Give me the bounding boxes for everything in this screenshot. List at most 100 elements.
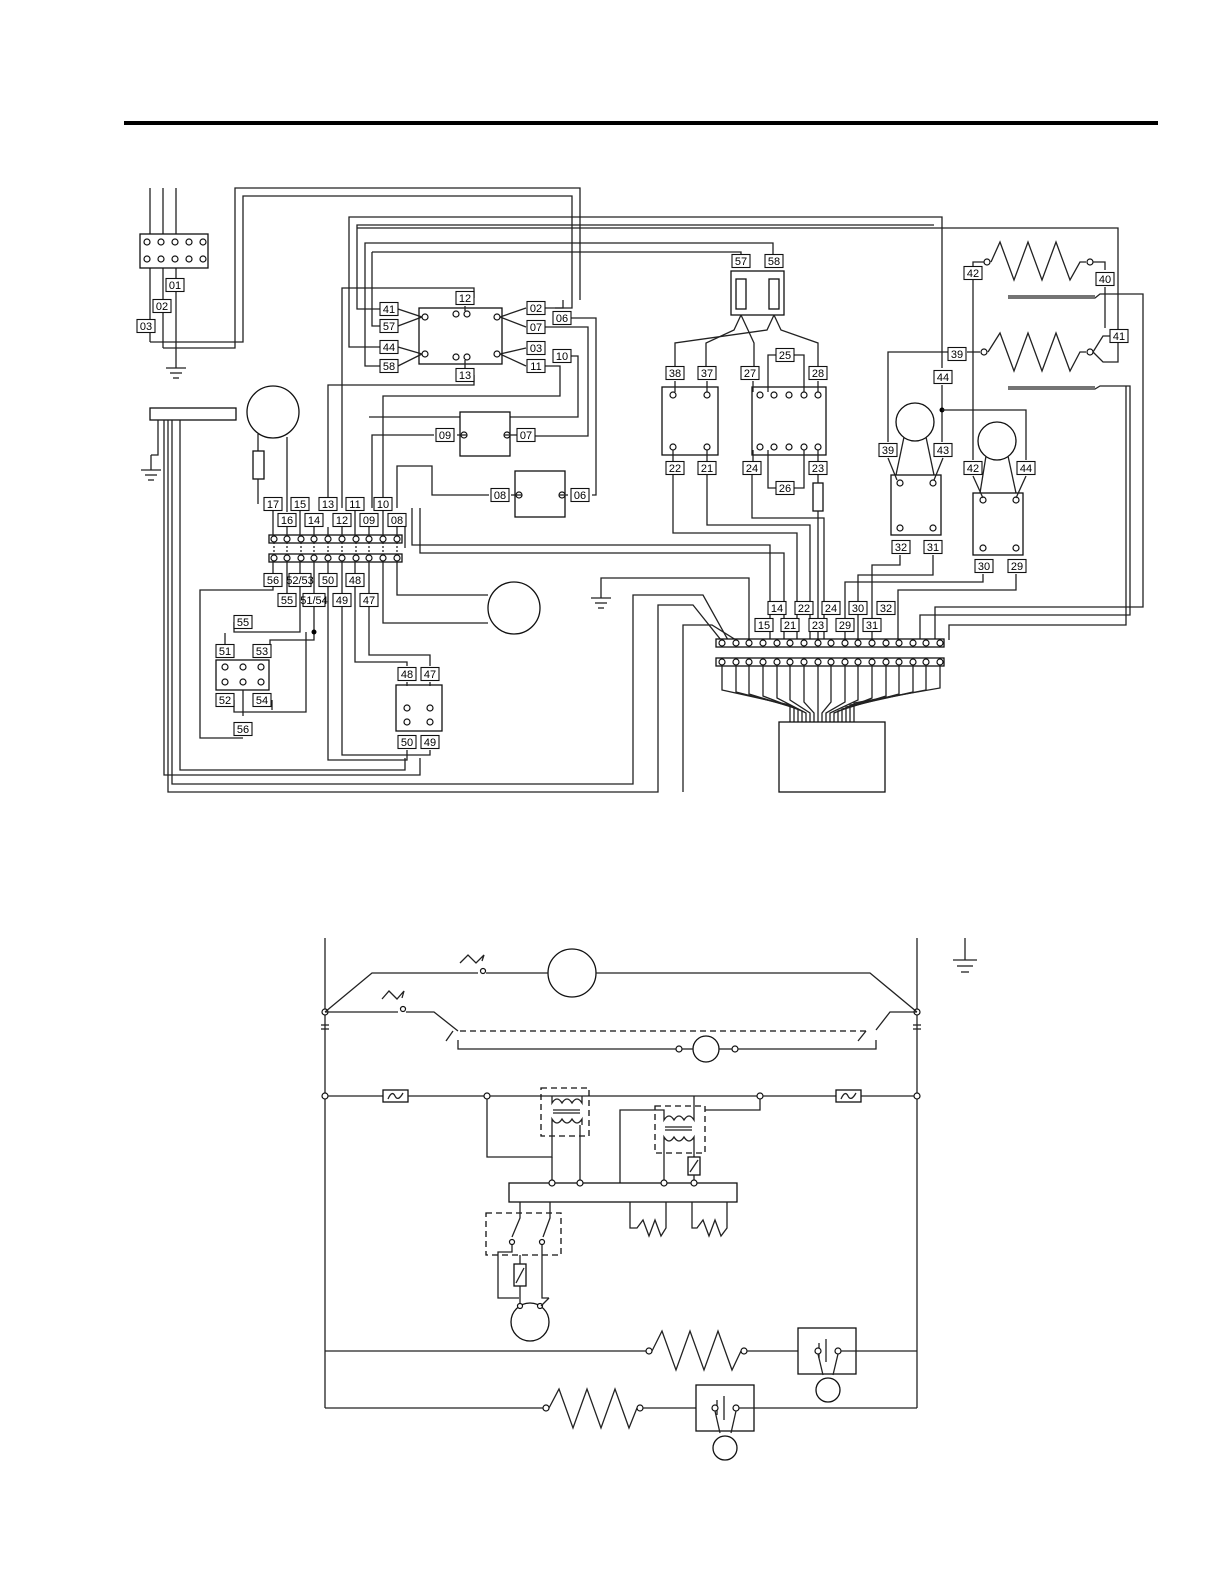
wire-label-text: 09 <box>363 515 375 527</box>
terminal-strip-right <box>716 639 944 666</box>
power-supply-lines <box>150 188 176 365</box>
wire-label-23: 23 <box>809 462 827 476</box>
wire-label-51/54: 51/54 <box>300 594 328 608</box>
wire-label-31: 31 <box>863 619 881 633</box>
wire-label-text: 06 <box>574 490 586 502</box>
wire-label-53: 53 <box>253 645 271 659</box>
wire-label-11: 11 <box>346 498 364 512</box>
wire-label-49: 49 <box>421 736 439 750</box>
wire-label-text: 25 <box>779 350 791 362</box>
wire-label-text: 39 <box>882 445 894 457</box>
wire-label-44: 44 <box>934 371 952 385</box>
wire-label-42: 42 <box>964 462 982 476</box>
wire-label-text: 41 <box>383 304 395 316</box>
wire-label-47: 47 <box>360 594 378 608</box>
harness-connector <box>779 722 885 792</box>
wire-label-text: 44 <box>937 372 949 384</box>
wire-label-text: 49 <box>336 595 348 607</box>
component-box-2 <box>515 471 565 517</box>
fan-motor-right-1 <box>858 352 948 640</box>
wire-label-text: 31 <box>866 620 878 632</box>
wire-label-text: 08 <box>391 515 403 527</box>
wire-label-text: 22 <box>669 463 681 475</box>
wire-label-22: 22 <box>795 602 813 616</box>
wire-label-01: 01 <box>166 279 184 293</box>
wire-label-text: 50 <box>401 737 413 749</box>
wire-label-25: 25 <box>776 349 794 363</box>
wire-label-50: 50 <box>398 736 416 750</box>
wire-label-text: 54 <box>256 695 268 707</box>
wire-label-03: 03 <box>137 320 155 334</box>
wire-label-text: 27 <box>744 368 756 380</box>
wire-label-08: 08 <box>388 514 406 528</box>
wire-label-24: 24 <box>743 462 761 476</box>
wire-label-text: 52 <box>219 695 231 707</box>
wire-label-26: 26 <box>776 482 794 496</box>
wire-label-text: 56 <box>237 724 249 736</box>
wire-label-text: 16 <box>281 515 293 527</box>
schematic <box>321 938 977 1460</box>
wire-label-13: 13 <box>456 369 474 383</box>
wire-label-text: 31 <box>927 542 939 554</box>
wire-label-text: 43 <box>937 445 949 457</box>
wire-label-text: 32 <box>895 542 907 554</box>
wire-label-text: 40 <box>1099 274 1111 286</box>
wire-label-41: 41 <box>380 303 398 317</box>
wire-label-text: 48 <box>401 669 413 681</box>
wire-label-text: 55 <box>237 617 249 629</box>
wire-label-text: 21 <box>784 620 796 632</box>
wire-label-21: 21 <box>781 619 799 633</box>
wire-label-15: 15 <box>291 498 309 512</box>
component-box-1 <box>460 412 510 456</box>
probe-2 <box>920 386 1130 640</box>
wire-label-17: 17 <box>264 498 282 512</box>
wire-label-44: 44 <box>380 341 398 355</box>
ground-symbol-2 <box>141 455 161 480</box>
wire-label-text: 02 <box>156 301 168 313</box>
overload-block <box>200 586 317 738</box>
wire-label-14: 14 <box>305 514 323 528</box>
wire-label-text: 50 <box>322 575 334 587</box>
ground-symbol-1 <box>166 365 186 378</box>
wire-label-text: 03 <box>140 321 152 333</box>
wire-label-text: 24 <box>746 463 758 475</box>
wire-label-text: 07 <box>530 322 542 334</box>
wire-label-07: 07 <box>527 321 545 335</box>
control-relay <box>419 308 502 364</box>
wire-label-30: 30 <box>849 602 867 616</box>
wire-label-text: 52/53 <box>286 575 314 587</box>
wire-label-32: 32 <box>877 602 895 616</box>
wire-label-text: 55 <box>281 595 293 607</box>
wire-label-30: 30 <box>975 560 993 574</box>
wire-label-text: 23 <box>812 463 824 475</box>
wire-label-40: 40 <box>1096 273 1114 287</box>
fan-motor-center <box>488 582 540 634</box>
wire-label-09: 09 <box>360 514 378 528</box>
wire-label-56: 56 <box>264 574 282 588</box>
wire-label-text: 41 <box>1113 331 1125 343</box>
wire-label-text: 48 <box>349 575 361 587</box>
wire-label-07: 07 <box>517 429 535 443</box>
wire-label-text: 23 <box>812 620 824 632</box>
wire-label-06: 06 <box>553 312 571 326</box>
feed-wires <box>150 188 942 368</box>
wire-label-48: 48 <box>398 668 416 682</box>
wire-label-41: 41 <box>1110 330 1128 344</box>
wire-label-text: 06 <box>556 313 568 325</box>
wire-label-text: 02 <box>530 303 542 315</box>
wire-label-text: 58 <box>383 361 395 373</box>
wire-label-text: 47 <box>424 669 436 681</box>
wire-label-29: 29 <box>836 619 854 633</box>
wire-label-02: 02 <box>527 302 545 316</box>
wire-label-text: 17 <box>267 499 279 511</box>
wire-label-text: 12 <box>459 293 471 305</box>
wire-label-text: 58 <box>768 256 780 268</box>
wire-label-11: 11 <box>527 360 545 374</box>
wire-label-text: 21 <box>701 463 713 475</box>
wire-label-24: 24 <box>822 602 840 616</box>
wire-label-48: 48 <box>346 574 364 588</box>
terminal-strip-left <box>269 535 402 562</box>
wire-label-text: 03 <box>530 343 542 355</box>
wire-label-09: 09 <box>436 429 454 443</box>
wire-label-text: 29 <box>839 620 851 632</box>
